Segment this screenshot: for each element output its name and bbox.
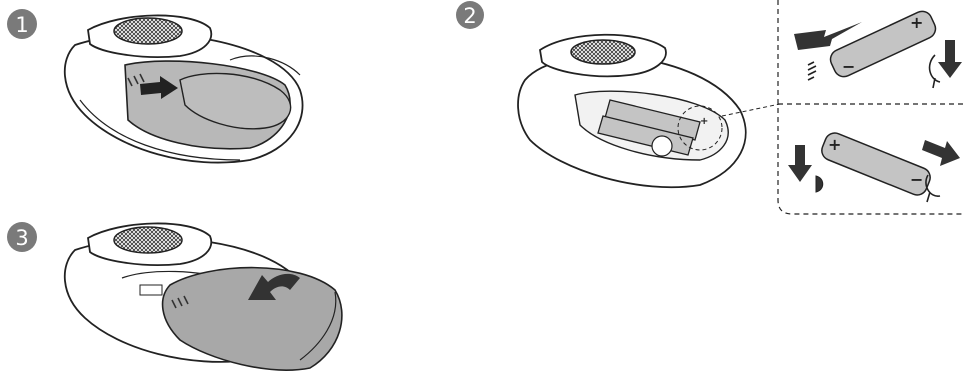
press-down-arrow — [788, 145, 812, 182]
svg-text:−: − — [910, 170, 923, 189]
battery-detail-callout: + − + − — [722, 0, 965, 214]
remote-device-step-3 — [65, 223, 342, 370]
insert-arrow-right — [922, 140, 960, 166]
remote-device-step-2: + — [518, 35, 746, 187]
step-3-panel: 3 — [7, 222, 342, 370]
svg-text:+: + — [910, 13, 923, 32]
step-1-number: 1 — [15, 13, 28, 37]
step-2-panel: 2 + + − — [456, 0, 965, 214]
svg-text:+: + — [828, 135, 841, 154]
speaker-grille — [114, 18, 182, 44]
step-3-number: 3 — [15, 226, 28, 250]
remote-device-step-1 — [65, 15, 303, 162]
battery-insertion-detail: + − — [788, 130, 960, 202]
svg-text:−: − — [842, 57, 855, 76]
svg-text:+: + — [700, 116, 708, 127]
battery-removal-detail: + − — [794, 8, 962, 88]
step-1-badge: 1 — [7, 9, 37, 39]
step-2-number: 2 — [463, 4, 476, 28]
clip-contact — [930, 55, 940, 88]
step-1-panel: 1 — [7, 9, 303, 163]
press-down-arrow — [938, 40, 962, 78]
step-3-badge: 3 — [7, 222, 37, 252]
spring-contact — [808, 62, 816, 80]
step-2-badge: 2 — [456, 1, 484, 29]
speaker-grille — [114, 227, 182, 253]
spring-contact — [816, 176, 823, 192]
speaker-grille — [571, 40, 635, 64]
